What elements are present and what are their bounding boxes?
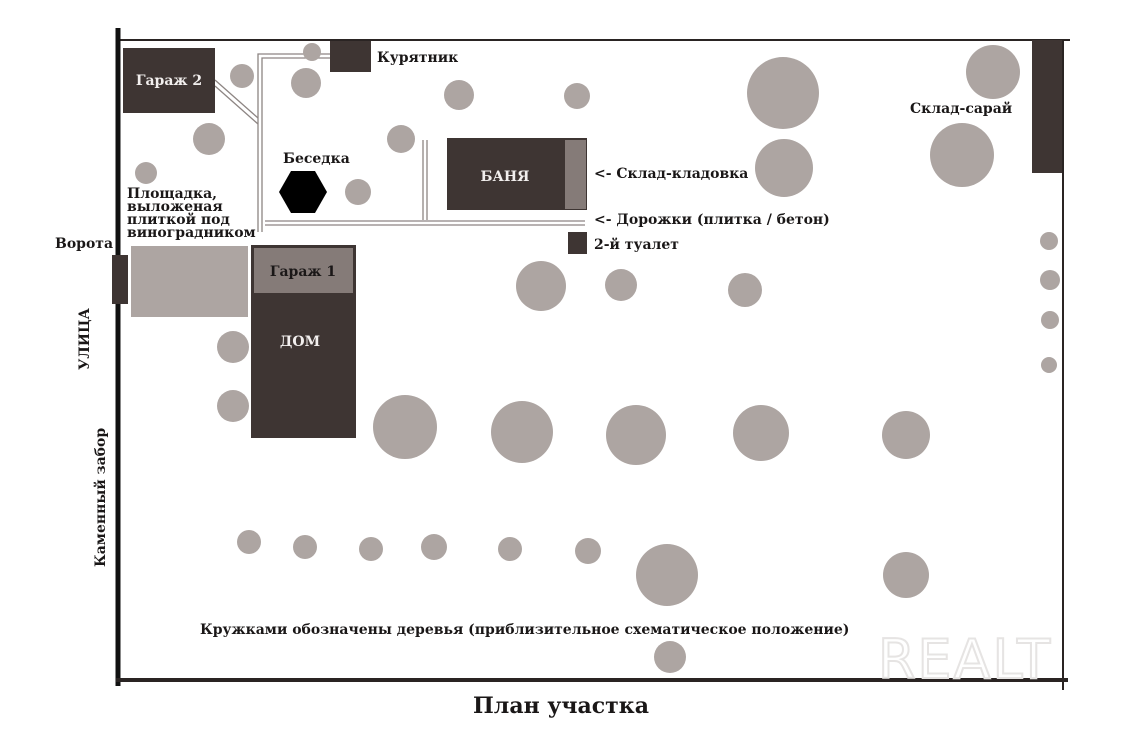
- paths-label: <- Дорожки (плитка / бетон): [594, 212, 830, 228]
- tree: [373, 395, 437, 459]
- gate: [112, 255, 128, 304]
- paths: [214, 53, 585, 232]
- garage-2-label: Гараж 2: [136, 73, 202, 89]
- tree: [636, 544, 698, 606]
- house-label: ДОМ: [280, 334, 320, 350]
- platform-label-4: виноградником: [127, 225, 256, 241]
- tree: [293, 535, 317, 559]
- storage-pantry: [565, 140, 586, 209]
- storage-pantry-label: <- Склад-кладовка: [594, 166, 748, 182]
- tree: [1040, 270, 1060, 290]
- tree: [303, 43, 321, 61]
- tree: [605, 269, 637, 301]
- chicken-coop: [330, 41, 371, 72]
- platform-label-3: плиткой под: [127, 211, 230, 228]
- tree: [1041, 311, 1059, 329]
- tree: [387, 125, 415, 153]
- tree: [345, 179, 371, 205]
- tree: [516, 261, 566, 311]
- tree: [498, 537, 522, 561]
- shed-label: Склад-сарай: [910, 100, 1012, 117]
- tree: [654, 641, 686, 673]
- tree: [230, 64, 254, 88]
- garage-2: [123, 48, 215, 113]
- tree: [444, 80, 474, 110]
- tree: [966, 45, 1020, 99]
- gazebo-label: Беседка: [283, 151, 350, 167]
- tree: [882, 411, 930, 459]
- stone-fence-label: Каменный забор: [92, 428, 109, 567]
- toilet-2-label: 2-й туалет: [594, 236, 679, 253]
- trees: [135, 43, 1060, 673]
- tree: [606, 405, 666, 465]
- tree: [193, 123, 225, 155]
- gate-label: Ворота: [55, 236, 113, 252]
- platform-vineyard: [131, 246, 248, 317]
- tree: [575, 538, 601, 564]
- garage-1-label: Гараж 1: [270, 264, 336, 280]
- realt-watermark: REALT: [878, 628, 1052, 691]
- tree: [291, 68, 321, 98]
- tree: [728, 273, 762, 307]
- tree: [564, 83, 590, 109]
- tree: [930, 123, 994, 187]
- tree: [359, 537, 383, 561]
- chicken-coop-label: Курятник: [377, 50, 458, 66]
- gazebo-hexagon: [279, 171, 327, 213]
- tree: [237, 530, 261, 554]
- bathhouse-label: БАНЯ: [481, 169, 530, 185]
- garage-1: [254, 248, 353, 293]
- tree: [135, 162, 157, 184]
- tree: [217, 331, 249, 363]
- platform-label-1: Площадка,: [127, 186, 217, 202]
- tree: [1041, 357, 1057, 373]
- tree: [883, 552, 929, 598]
- platform-label-2: выложеная: [127, 199, 223, 215]
- tree: [217, 390, 249, 422]
- tree: [733, 405, 789, 461]
- tree: [491, 401, 553, 463]
- tree: [747, 57, 819, 129]
- bathhouse: [447, 138, 587, 210]
- toilet-2: [568, 232, 587, 254]
- tree: [1040, 232, 1058, 250]
- shed: [1032, 40, 1062, 173]
- tree: [755, 139, 813, 197]
- tree: [421, 534, 447, 560]
- street-label: УЛИЦА: [77, 308, 93, 370]
- trees-note: Кружками обозначены деревья (приблизител…: [200, 622, 849, 638]
- page-title: План участка: [473, 693, 649, 719]
